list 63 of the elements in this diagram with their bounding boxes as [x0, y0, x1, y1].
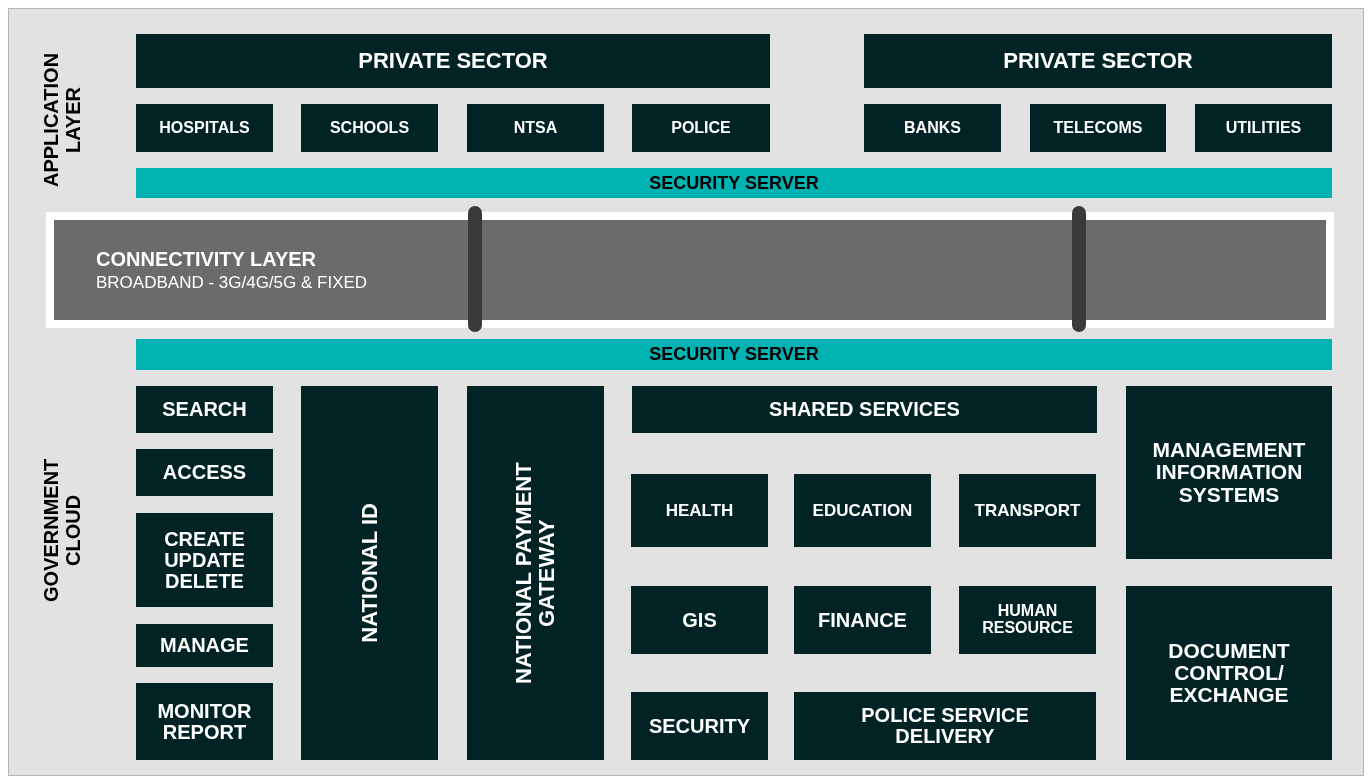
service-block: [794, 586, 931, 654]
service-block: [959, 586, 1096, 654]
block-label: DOCUMENT CONTROL/ EXCHANGE: [1167, 639, 1291, 707]
service-block: [136, 386, 273, 433]
service-block: [1126, 386, 1332, 559]
block-label: SECURITY SERVER: [648, 173, 820, 193]
service-block: [301, 386, 438, 760]
service-block: [1126, 586, 1332, 760]
service-block: [631, 692, 768, 760]
service-block: [136, 624, 273, 667]
service-block: [136, 513, 273, 607]
block-label: FINANCE: [817, 609, 908, 631]
block-label: BANKS: [903, 119, 962, 137]
block-label: HEALTH: [664, 501, 735, 520]
service-block: [1030, 104, 1166, 152]
block-label: SHARED SERVICES: [768, 399, 961, 420]
block-label: MANAGEMENT INFORMATION SYSTEMS: [1151, 439, 1307, 506]
block-label: PRIVATE SECTOR: [357, 49, 549, 73]
block-label: HOSPITALS: [158, 119, 251, 137]
block-label: POLICE: [670, 119, 732, 137]
section-label: GOVERNMENT CLOUD: [40, 457, 85, 604]
block-label: SECURITY: [647, 715, 752, 737]
service-block: [794, 474, 931, 547]
server-bar: [136, 168, 1332, 198]
block-label: MONITOR REPORT: [156, 700, 253, 743]
service-block: [136, 34, 770, 88]
block-label: MANAGE: [159, 635, 250, 656]
service-block: [301, 104, 438, 152]
block-label: SEARCH: [161, 399, 248, 420]
service-block: [631, 586, 768, 654]
service-block: [959, 474, 1096, 547]
block-label: TRANSPORT: [973, 501, 1082, 520]
block-label: SCHOOLS: [328, 119, 411, 137]
server-bar: [136, 339, 1332, 370]
service-block: [794, 692, 1096, 760]
service-block: [631, 474, 768, 547]
service-block: [864, 34, 1332, 88]
block-label: CREATE UPDATE DELETE: [163, 528, 246, 592]
service-block: [1195, 104, 1332, 152]
block-label: SECURITY SERVER: [648, 345, 820, 364]
block-label: ACCESS: [161, 462, 248, 483]
layer-band: [46, 212, 1334, 328]
block-label: PRIVATE SECTOR: [1002, 49, 1194, 73]
layer-title: CONNECTIVITY LAYER: [96, 248, 317, 270]
block-label: POLICE SERVICE DELIVERY: [860, 705, 1030, 747]
block-label: GIS: [681, 609, 718, 631]
service-block: [136, 449, 273, 496]
service-block: [136, 683, 273, 760]
section-label: APPLICATION LAYER: [40, 51, 85, 190]
service-block: [632, 104, 770, 152]
service-block: [864, 104, 1001, 152]
block-label: TELECOMS: [1052, 119, 1144, 137]
block-label: NATIONAL PAYMENT GATEWAY: [510, 461, 561, 686]
service-block: [467, 386, 604, 760]
service-block: [467, 104, 604, 152]
block-label: EDUCATION: [811, 501, 914, 520]
block-label: UTILITIES: [1224, 119, 1303, 137]
block-label: NTSA: [512, 119, 559, 137]
block-label: HUMAN RESOURCE: [981, 603, 1074, 637]
service-block: [136, 104, 273, 152]
layer-subtitle: BROADBAND - 3G/4G/5G & FIXED: [96, 273, 368, 292]
service-block: [632, 386, 1097, 433]
block-label: NATIONAL ID: [355, 503, 383, 643]
